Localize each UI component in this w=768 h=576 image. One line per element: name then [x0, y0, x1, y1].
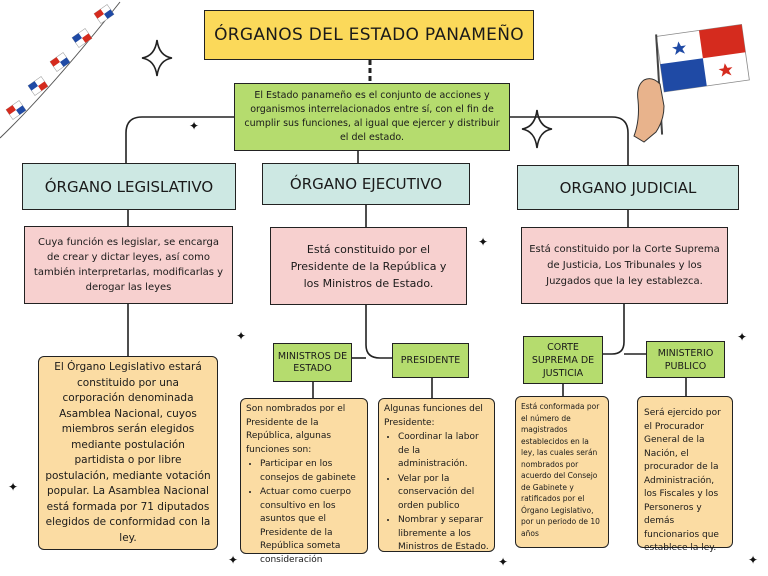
sparkle-star-icon [141, 39, 173, 77]
dot-star-icon: ✦ [498, 555, 509, 569]
ministros-label: MINISTROS DE ESTADO [273, 343, 352, 382]
corte-detail: Está conformada por el número de magistr… [521, 402, 600, 538]
judicial-function-box: Está constituido por la Corte Suprema de… [521, 227, 728, 304]
ministros-intro: Son nombrados por el Presidente de la Re… [246, 404, 346, 455]
ejecutivo-function-box: Está constituido por el Presidente de la… [270, 227, 467, 305]
list-item: Participar en los consejos de gabinete [260, 458, 362, 485]
hand-holding-panama-flag-icon [633, 24, 750, 143]
corte-label: CORTE SUPREMA DE JUSTICIA [523, 336, 603, 384]
diagram-title: ÓRGANOS DEL ESTADO PANAMEÑO [204, 10, 534, 60]
corte-detail-box: Está conformada por el número de magistr… [515, 396, 609, 548]
dot-star-icon: ✦ [748, 553, 759, 567]
heading-legislativo: ÓRGANO LEGISLATIVO [22, 163, 236, 210]
ministerio-label: MINISTERIO PUBLICO [646, 341, 725, 378]
presidente-detail-box: Algunas funciones del Presidente: Coordi… [378, 398, 495, 552]
presidente-label: PRESIDENTE [392, 343, 469, 378]
heading-ejecutivo: ÓRGANO EJECUTIVO [262, 163, 470, 205]
heading-judicial: ORGANO JUDICIAL [517, 165, 739, 210]
dot-star-icon: ✦ [228, 553, 239, 567]
ministerio-detail-box: Será ejercido por el Procurador General … [637, 396, 733, 553]
garland-flag-icon [93, 4, 115, 24]
legislativo-function-box: Cuya función es legislar, se encarga de … [24, 226, 233, 304]
intro-box: El Estado panameño es el conjunto de acc… [234, 83, 510, 151]
list-item: Actuar como cuerpo consultivo en los asu… [260, 486, 362, 567]
dot-star-icon: ✦ [478, 235, 489, 249]
ministerio-detail: Será ejercido por el Procurador General … [644, 408, 721, 553]
sparkle-star-icon [521, 109, 553, 149]
list-item: Nombrar y separar libremente a los Minis… [398, 514, 489, 555]
dot-star-icon: ✦ [189, 119, 200, 133]
presidente-intro: Algunas funciones del Presidente: [384, 404, 483, 428]
list-item: Velar por la conservación del orden publ… [398, 473, 489, 514]
ministros-detail-box: Son nombrados por el Presidente de la Re… [240, 398, 368, 565]
dot-star-icon: ✦ [236, 329, 247, 343]
panama-flag-garland [0, 1, 121, 139]
legislativo-detail-box: El Órgano Legislativo estará constituido… [38, 356, 218, 550]
dot-star-icon: ✦ [8, 480, 19, 494]
dot-star-icon: ✦ [737, 330, 748, 344]
list-item: Coordinar la labor de la administración. [398, 431, 489, 472]
